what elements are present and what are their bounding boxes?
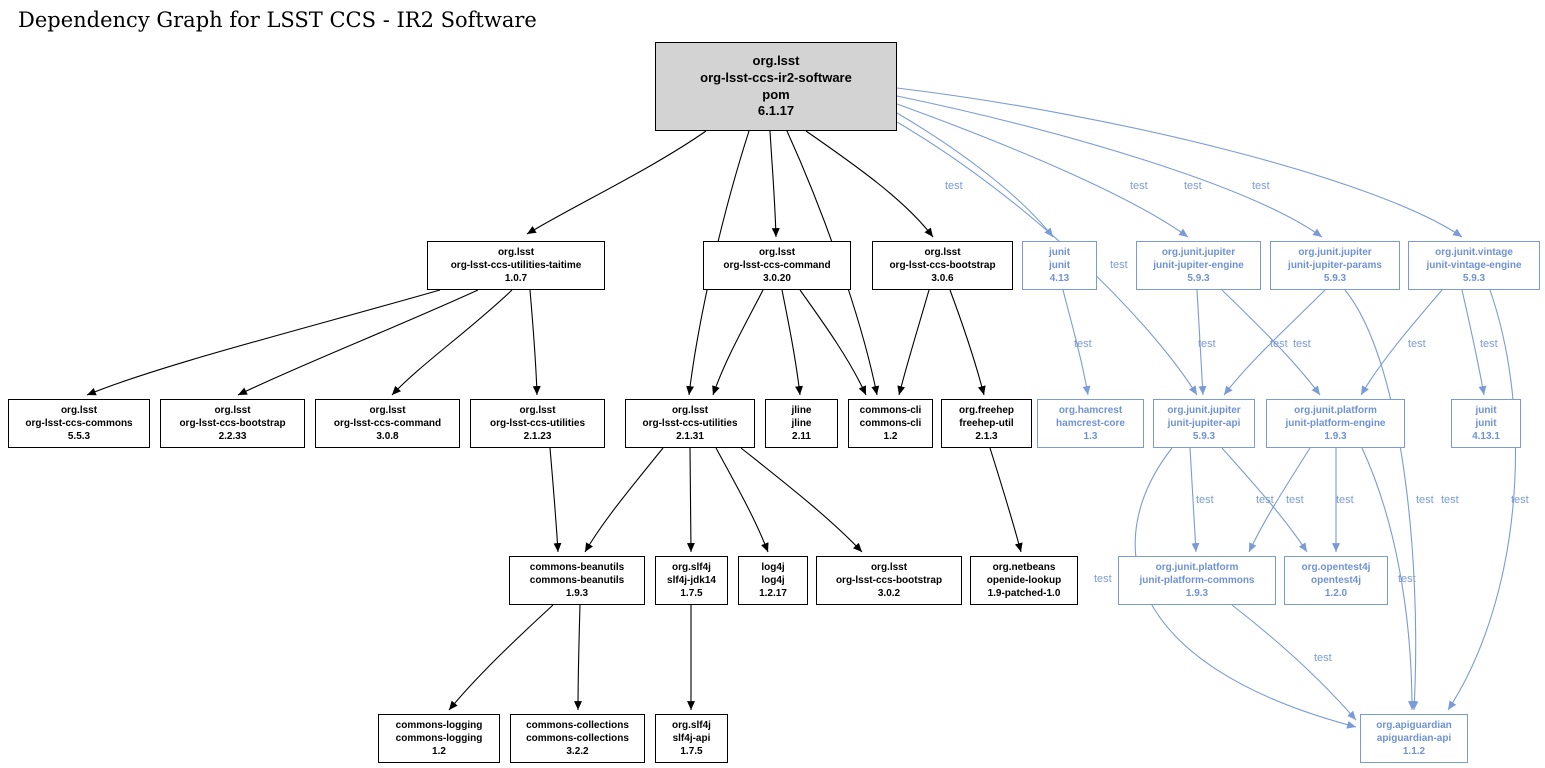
node-org-lsst-ccs-command-3-0-8: org.lsst org-lsst-ccs-command 3.0.8 (315, 399, 460, 448)
edge-utilities2131-bootstrap-302 (740, 447, 863, 553)
edge-label-test: test (1196, 494, 1214, 506)
edge-platform-engine-platform-commons (1248, 447, 1311, 553)
edge-label-test: test (1441, 494, 1459, 506)
node-commons-cli: commons-cli commons-cli 1.2 (848, 399, 933, 448)
edge-platform-engine-apiguardian (1361, 447, 1416, 711)
node-junit-vintage-engine: org.junit.vintage junit-vintage-engine 5… (1408, 241, 1540, 290)
edge-utilities2131-beanutils (584, 447, 664, 553)
edge-taitime-commons-553 (86, 289, 441, 396)
edge-beanutils-commons-logging (448, 604, 554, 711)
edge-label-test: test (1511, 494, 1529, 506)
edge-label-test: test (1336, 494, 1354, 506)
edge-command-commons-cli (799, 289, 867, 396)
edge-command-jline (781, 289, 803, 396)
edge-vintage-engine-junit4131 (1461, 289, 1487, 396)
edge-label-test: test (945, 180, 963, 192)
edge-taitime-utilities-2123 (529, 289, 541, 396)
node-junit-platform-engine: org.junit.platform junit-platform-engine… (1266, 399, 1405, 448)
node-log4j: log4j log4j 1.2.17 (738, 556, 808, 605)
edge-jupiter-engine-jupiter-api (1196, 289, 1207, 396)
node-junit-jupiter-api: org.junit.jupiter junit-jupiter-api 5.9.… (1153, 399, 1255, 448)
node-commons-beanutils: commons-beanutils commons-beanutils 1.9.… (509, 556, 645, 605)
edge-bootstrap-freehep (949, 289, 986, 396)
node-org-lsst-ccs-command-3-0-20: org.lsst org-lsst-ccs-command 3.0.20 (703, 241, 851, 290)
node-junit-4-13: junit junit 4.13 (1022, 241, 1097, 290)
edge-root-junit413 (896, 112, 1054, 238)
edge-taitime-command-308 (391, 289, 513, 396)
edge-root-jupiter-params (896, 95, 1323, 238)
edge-junit413-hamcrest (1062, 289, 1091, 396)
edge-jupiter-api-platform-commons (1189, 447, 1200, 553)
node-apiguardian-api: org.apiguardian apiguardian-api 1.1.2 (1360, 714, 1468, 763)
node-commons-logging: commons-logging commons-logging 1.2 (378, 714, 500, 763)
edge-root-taitime (526, 130, 707, 235)
edge-root-command-3020 (769, 130, 780, 238)
edge-utilities2123-beanutils (549, 447, 562, 553)
node-junit-platform-commons: org.junit.platform junit-platform-common… (1118, 556, 1276, 605)
edge-root-jupiter-engine (896, 103, 1189, 238)
node-org-lsst-ccs-bootstrap-3-0-2: org.lsst org-lsst-ccs-bootstrap 3.0.2 (816, 556, 962, 605)
edge-label-test: test (1408, 338, 1426, 350)
node-org-lsst-ccs-utilities-2-1-23: org.lsst org-lsst-ccs-utilities 2.1.23 (470, 399, 605, 448)
edge-vintage-engine-platform-engine (1360, 289, 1443, 396)
edge-label-test: test (1286, 494, 1304, 506)
edge-jupiter-api-opentest4j (1221, 447, 1308, 553)
node-org-lsst-ccs-utilities-2-1-31: org.lsst org-lsst-ccs-utilities 2.1.31 (625, 399, 755, 448)
node-opentest4j: org.opentest4j opentest4j 1.2.0 (1284, 556, 1388, 605)
node-jline: jline jline 2.11 (765, 399, 838, 448)
edge-label-test: test (1110, 259, 1128, 271)
edge-label-test: test (1314, 652, 1332, 664)
edge-label-test: test (1198, 338, 1216, 350)
edge-label-test: test (1416, 494, 1434, 506)
edge-label-test: test (1270, 338, 1288, 350)
edge-command-utilities-2131 (712, 289, 764, 396)
edge-vintage-engine-apiguardian (1447, 289, 1516, 711)
node-slf4j-api: org.slf4j slf4j-api 1.7.5 (655, 714, 728, 763)
edge-label-test: test (1184, 180, 1202, 192)
edge-label-test: test (1398, 573, 1416, 585)
edge-label-test: test (1130, 180, 1148, 192)
edge-utilities2131-slf4j-jdk14 (686, 447, 695, 553)
node-commons-collections: commons-collections commons-collections … (510, 714, 645, 763)
node-org-lsst-ccs-bootstrap-3-0-6: org.lsst org-lsst-ccs-bootstrap 3.0.6 (872, 241, 1013, 290)
edge-jupiter-params-apiguardian (1344, 289, 1419, 711)
edge-label-test: test (1252, 180, 1270, 192)
node-hamcrest-core: org.hamcrest hamcrest-core 1.3 (1037, 399, 1144, 448)
edge-root-vintage-engine (896, 87, 1463, 238)
node-slf4j-jdk14: org.slf4j slf4j-jdk14 1.7.5 (655, 556, 728, 605)
node-openide-lookup: org.netbeans openide-lookup 1.9-patched-… (970, 556, 1078, 605)
node-freehep-util: org.freehep freehep-util 2.1.3 (941, 399, 1032, 448)
edge-utilities2131-log4j (715, 447, 769, 553)
edge-label-test: test (1074, 338, 1092, 350)
node-org-lsst-ccs-bootstrap-2-2-33: org.lsst org-lsst-ccs-bootstrap 2.2.33 (160, 399, 305, 448)
node-org-lsst-ccs-commons: org.lsst org-lsst-ccs-commons 5.5.3 (8, 399, 150, 448)
node-org-lsst-ccs-utilities-taitime: org.lsst org-lsst-ccs-utilities-taitime … (427, 241, 605, 290)
edge-label-test: test (1094, 573, 1112, 585)
graph-title: Dependency Graph for LSST CCS - IR2 Soft… (18, 8, 537, 32)
edge-label-test: test (1480, 338, 1498, 350)
edge-label-test: test (1256, 494, 1274, 506)
edge-beanutils-commons-collections (574, 604, 582, 711)
edge-taitime-bootstrap-2233 (237, 289, 479, 396)
edge-platform-commons-apiguardian (1231, 604, 1357, 721)
node-junit-4-13-1: junit junit 4.13.1 (1451, 399, 1521, 448)
node-junit-jupiter-engine: org.junit.jupiter junit-jupiter-engine 5… (1136, 241, 1261, 290)
node-org-lsst-ccs-ir2-software: org.lsst org-lsst-ccs-ir2-software pom 6… (655, 42, 897, 131)
edge-root-bootstrap-306 (805, 130, 934, 238)
node-junit-jupiter-params: org.junit.jupiter junit-jupiter-params 5… (1270, 241, 1400, 290)
edge-freehep-openide (989, 447, 1023, 553)
edge-label-test: test (1293, 338, 1311, 350)
edge-jupiter-params-jupiter-api (1223, 289, 1326, 396)
edge-bootstrap-commons-cli (897, 289, 930, 396)
edge-jupiter-engine-platform-engine (1221, 289, 1321, 396)
